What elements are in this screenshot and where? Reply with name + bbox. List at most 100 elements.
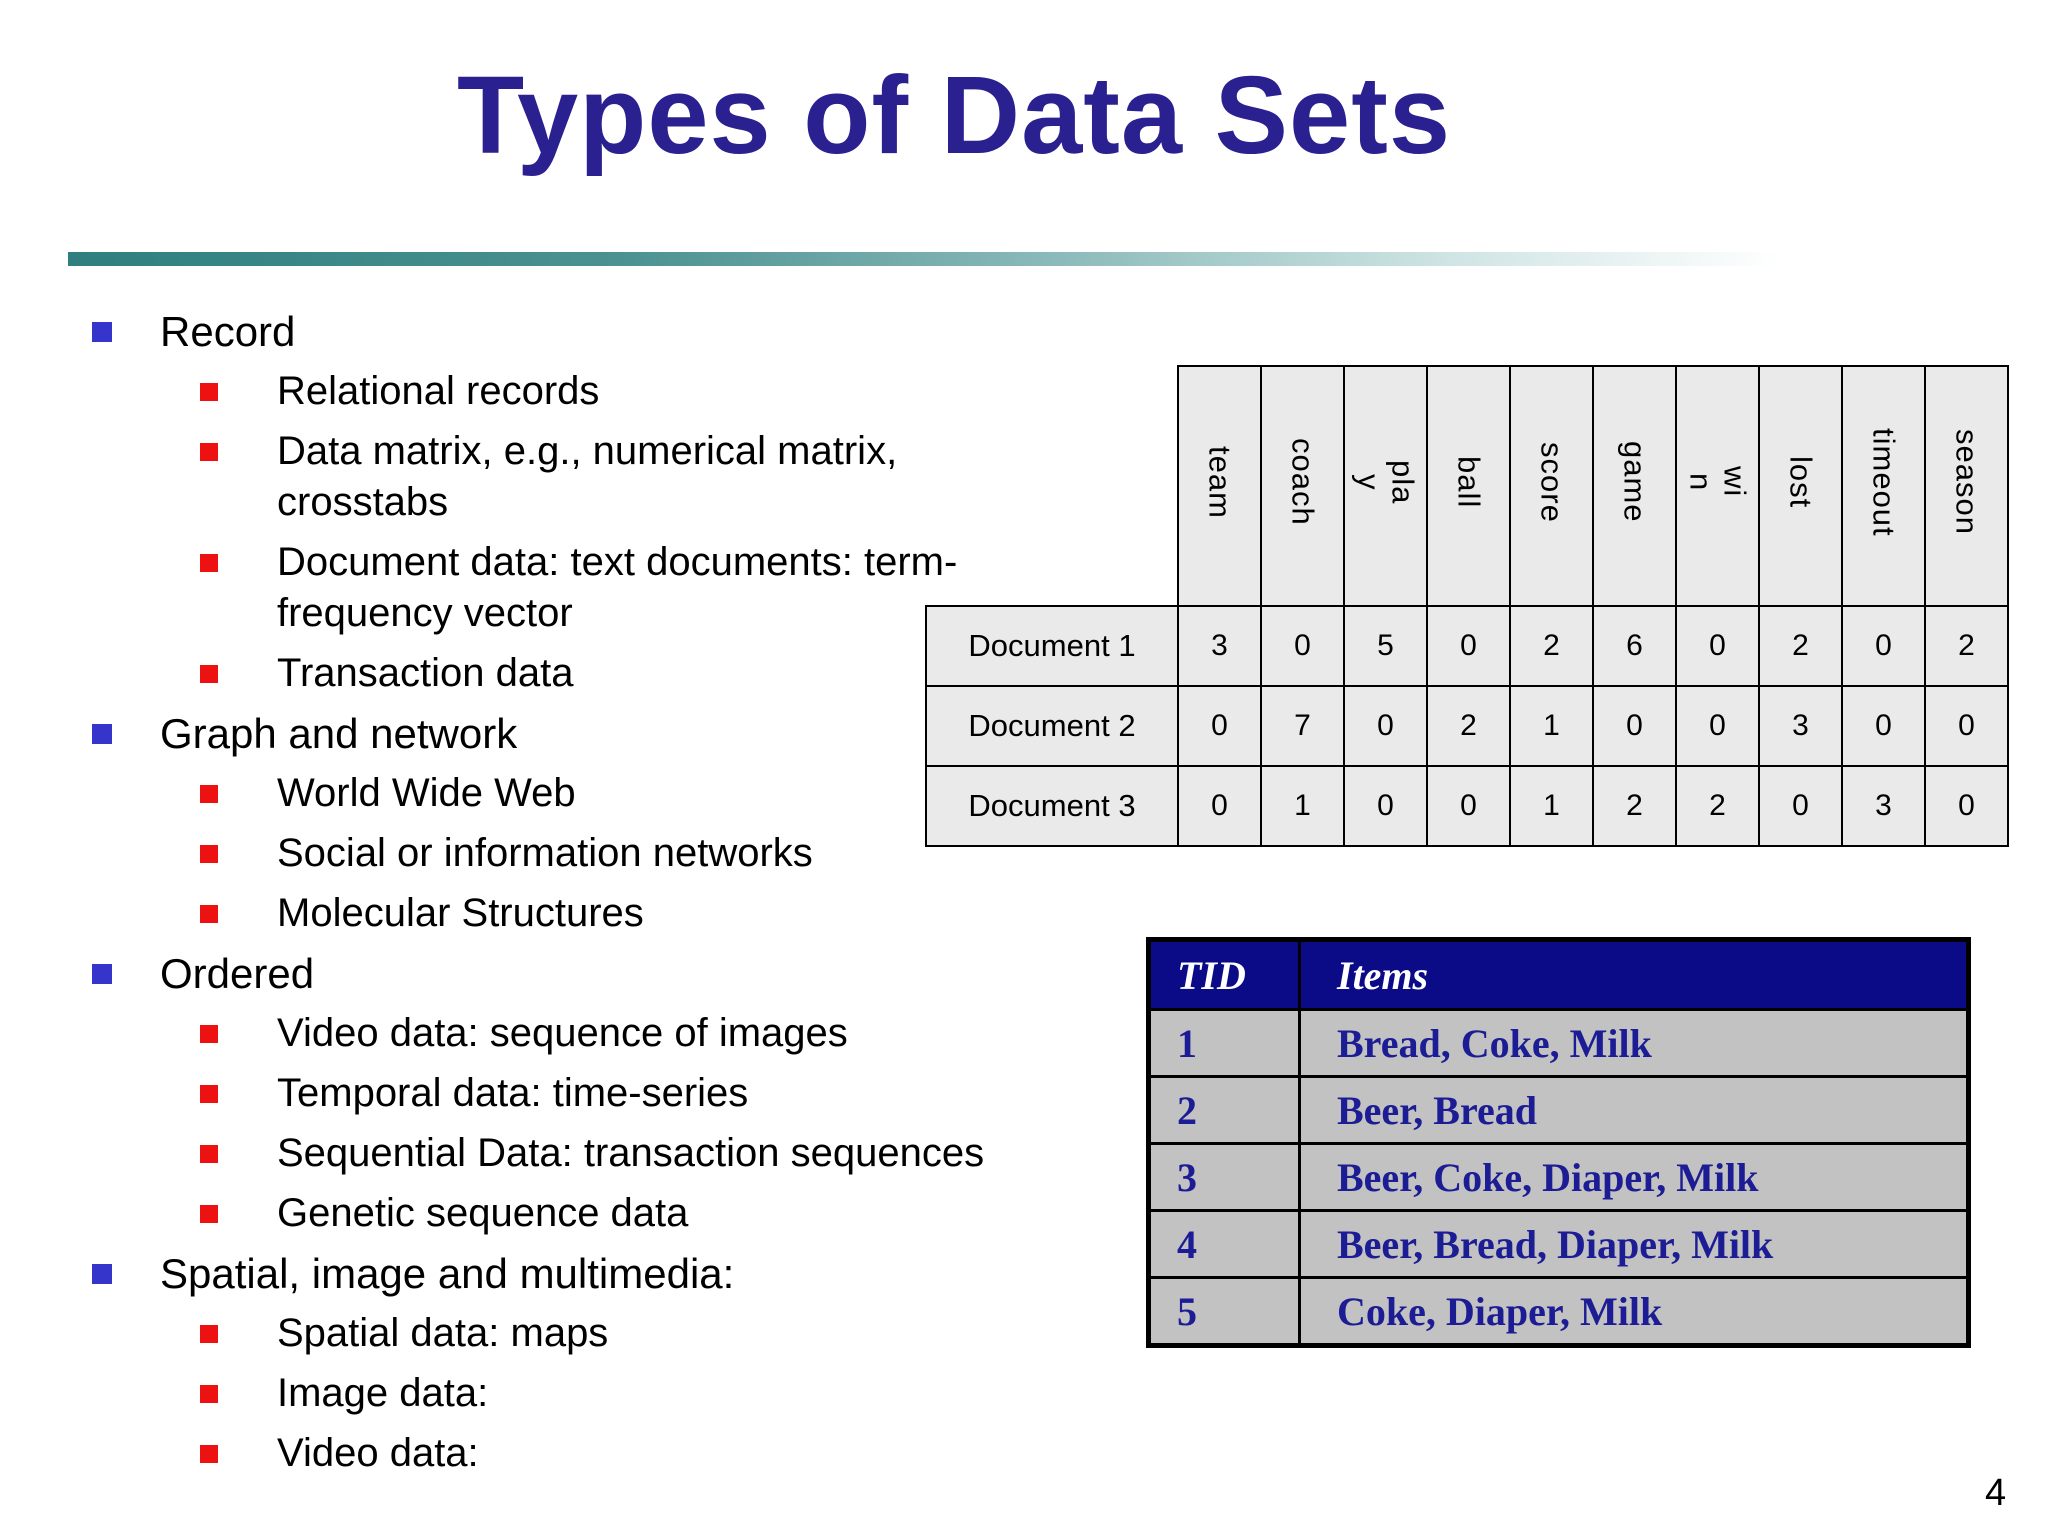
cell-value: 1 [1509, 685, 1594, 767]
cell-value: 0 [1841, 685, 1926, 767]
column-header-cell: lost [1758, 365, 1843, 607]
outline-list: Record Relational records Data matrix, e… [92, 306, 1042, 1488]
transaction-table: TID Items 1 Bread, Coke, Milk 2 Beer, Br… [1146, 937, 1971, 1348]
page-title: Types of Data Sets [456, 54, 1452, 177]
red-square-bullet-icon [200, 443, 218, 461]
cell-value: 0 [1758, 765, 1843, 847]
tid-cell: 2 [1147, 1075, 1301, 1145]
list-item: Molecular Structures [92, 888, 1042, 939]
items-header: Items [1298, 938, 1970, 1011]
column-header: ball [1451, 455, 1487, 509]
items-cell: Coke, Diaper, Milk [1298, 1276, 1970, 1347]
list-item: Temporal data: time-series [92, 1068, 1042, 1119]
cell-value: 3 [1841, 765, 1926, 847]
cell-value: 0 [1675, 685, 1760, 767]
cell-value: 0 [1343, 685, 1428, 767]
table-row: 3 Beer, Coke, Diaper, Milk [1147, 1142, 1970, 1212]
list-item: Genetic sequence data [92, 1188, 1042, 1239]
column-header: coach [1285, 438, 1321, 526]
list-item-label: Temporal data: time-series [277, 1071, 749, 1115]
red-square-bullet-icon [200, 1445, 218, 1463]
list-item-label: Image data: [277, 1371, 489, 1415]
table-row: Document 2 0 7 0 2 1 0 0 3 0 0 [925, 685, 2009, 767]
red-square-bullet-icon [200, 665, 218, 683]
table-row: Document 1 3 0 5 0 2 6 0 2 0 2 [925, 605, 2009, 687]
page-number: 4 [1985, 1472, 2007, 1514]
column-header-cell: wi n [1675, 365, 1760, 607]
blue-square-bullet-icon [92, 1264, 112, 1284]
cell-value: 0 [1426, 765, 1511, 847]
table-row: Document 3 0 1 0 0 1 2 2 0 3 0 [925, 765, 2009, 847]
column-header: score [1534, 441, 1570, 523]
list-item-label: Ordered [160, 950, 315, 997]
cell-value: 0 [1343, 765, 1428, 847]
column-header-cell: pla y [1343, 365, 1428, 607]
cell-value: 2 [1509, 605, 1594, 687]
tid-cell: 4 [1147, 1209, 1301, 1279]
list-item: Data matrix, e.g., numerical matrix, cro… [92, 426, 1042, 528]
cell-value: 3 [1177, 605, 1262, 687]
red-square-bullet-icon [200, 785, 218, 803]
row-label: Document 3 [925, 765, 1179, 847]
column-header-cell: ball [1426, 365, 1511, 607]
list-item-label: Social or information networks [277, 831, 813, 875]
cell-value: 0 [1177, 685, 1262, 767]
column-header-cell: coach [1260, 365, 1345, 607]
red-square-bullet-icon [200, 1325, 218, 1343]
items-cell: Beer, Bread, Diaper, Milk [1298, 1209, 1970, 1279]
list-item-label: World Wide Web [277, 771, 576, 815]
cell-value: 0 [1675, 605, 1760, 687]
table-row: 4 Beer, Bread, Diaper, Milk [1147, 1209, 1970, 1279]
list-item: Ordered [92, 948, 1042, 999]
cell-value: 2 [1426, 685, 1511, 767]
column-header-cell: game [1592, 365, 1677, 607]
list-item-label: Graph and network [160, 710, 518, 757]
list-item-label: Relational records [277, 369, 600, 413]
list-item-label: Genetic sequence data [277, 1191, 689, 1235]
term-table-header-row: team coach pla y ball score game wi n lo… [926, 365, 2009, 607]
red-square-bullet-icon [200, 554, 218, 572]
blue-square-bullet-icon [92, 724, 112, 744]
table-row: 5 Coke, Diaper, Milk [1147, 1276, 1970, 1347]
red-square-bullet-icon [200, 1385, 218, 1403]
cell-value: 7 [1260, 685, 1345, 767]
items-cell: Bread, Coke, Milk [1298, 1008, 1970, 1078]
cell-value: 2 [1675, 765, 1760, 847]
list-item: Graph and network [92, 708, 1042, 759]
cell-value: 0 [1592, 685, 1677, 767]
cell-value: 1 [1260, 765, 1345, 847]
cell-value: 5 [1343, 605, 1428, 687]
column-header: wi n [1683, 466, 1753, 498]
column-header-cell: timeout [1841, 365, 1926, 607]
red-square-bullet-icon [200, 1085, 218, 1103]
tid-cell: 3 [1147, 1142, 1301, 1212]
list-item: Relational records [92, 366, 1042, 417]
cell-value: 1 [1509, 765, 1594, 847]
list-item-label: Sequential Data: transaction sequences [277, 1131, 985, 1175]
column-header: timeout [1866, 427, 1902, 537]
title-divider [68, 252, 1908, 266]
items-cell: Beer, Bread [1298, 1075, 1970, 1145]
row-label: Document 1 [925, 605, 1179, 687]
column-header: game [1617, 441, 1653, 523]
list-item: World Wide Web [92, 768, 1042, 819]
blue-square-bullet-icon [92, 322, 112, 342]
column-header-cell: team [1177, 365, 1262, 607]
list-item: Document data: text documents: term- fre… [92, 537, 1042, 639]
cell-value: 6 [1592, 605, 1677, 687]
list-item-label: Video data: sequence of images [277, 1011, 848, 1055]
list-item-label: Transaction data [277, 651, 574, 695]
term-frequency-table: team coach pla y ball score game wi n lo… [925, 365, 2009, 847]
list-item: Image data: [92, 1368, 1042, 1419]
list-item: Spatial data: maps [92, 1308, 1042, 1359]
list-item: Transaction data [92, 648, 1042, 699]
empty-corner-cell [926, 366, 1178, 606]
list-item-label: Data matrix, e.g., numerical matrix, cro… [277, 429, 898, 524]
cell-value: 0 [1924, 765, 2009, 847]
column-header: team [1202, 445, 1238, 519]
cell-value: 2 [1924, 605, 2009, 687]
tid-cell: 1 [1147, 1008, 1301, 1078]
cell-value: 0 [1177, 765, 1262, 847]
column-header-cell: score [1509, 365, 1594, 607]
tid-cell: 5 [1147, 1276, 1301, 1347]
